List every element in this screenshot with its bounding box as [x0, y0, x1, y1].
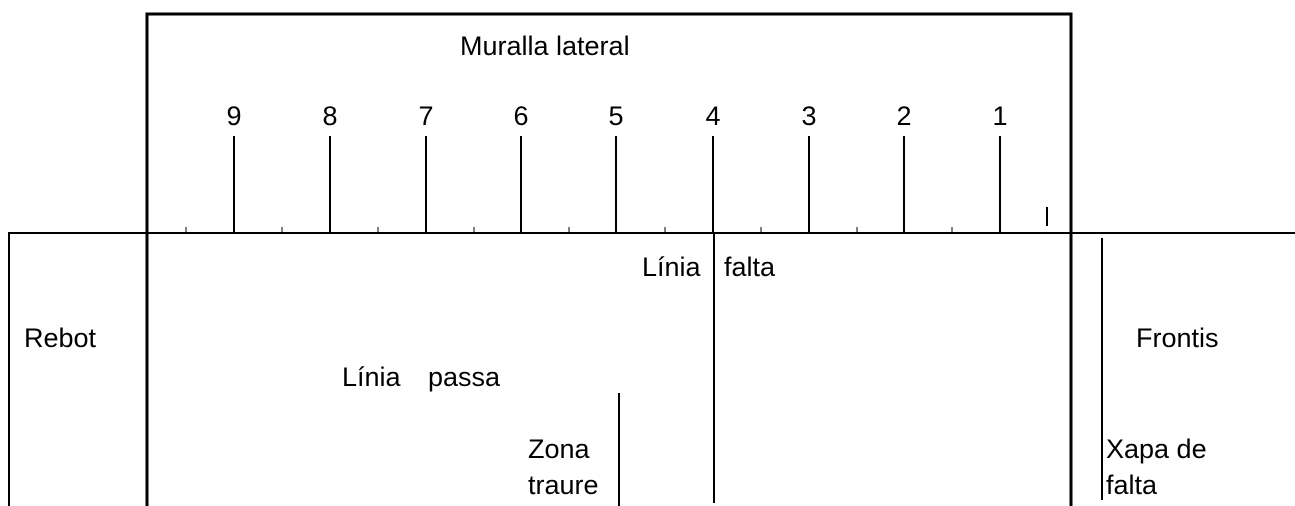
rebot-wall-outline — [8, 232, 147, 506]
zone-number-7: 7 — [418, 101, 434, 131]
zone-number-2: 2 — [896, 101, 912, 131]
zone-number-5: 5 — [608, 101, 624, 131]
linia-passa-label-1: Línia — [342, 362, 401, 392]
zona-traure-label-2: traure — [528, 470, 599, 500]
zone-number-1: 1 — [992, 101, 1008, 131]
rebot-label: Rebot — [24, 323, 97, 353]
zone-number-8: 8 — [322, 101, 338, 131]
frontis-label: Frontis — [1136, 323, 1219, 353]
linia-falta-label-2: falta — [724, 252, 776, 282]
xapa-falta-label-1: Xapa de — [1106, 434, 1207, 464]
zone-number-9: 9 — [226, 101, 242, 131]
linia-falta-label-1: Línia — [642, 252, 701, 282]
zone-number-3: 3 — [801, 101, 817, 131]
xapa-falta-label-2: falta — [1106, 470, 1158, 500]
zone-number-4: 4 — [705, 101, 721, 131]
side-wall-title: Muralla lateral — [460, 31, 630, 61]
linia-passa-label-2: passa — [428, 362, 501, 392]
zone-number-6: 6 — [513, 101, 529, 131]
side-wall-outline — [145, 12, 1073, 506]
zona-traure-label-1: Zona — [528, 434, 590, 464]
